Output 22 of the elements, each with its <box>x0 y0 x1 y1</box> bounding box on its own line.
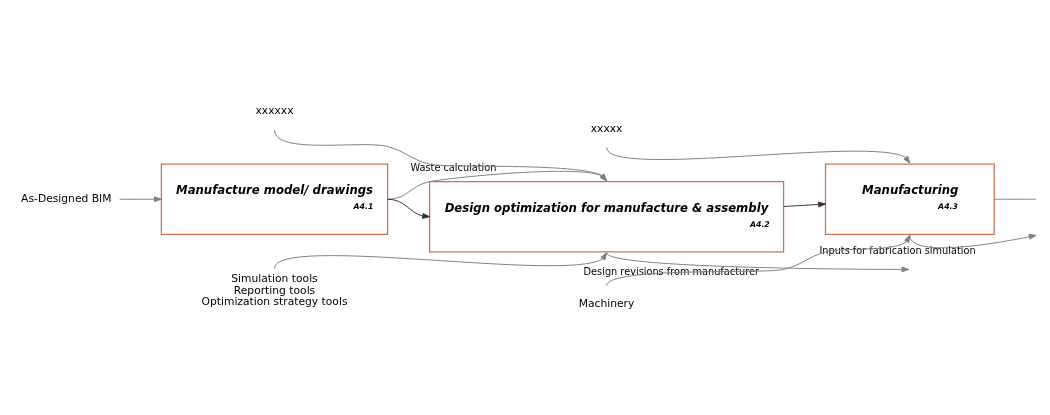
node-box: Manufacture model/ drawings A4.1 <box>160 163 389 235</box>
arrow <box>600 251 910 272</box>
arrow <box>274 129 608 181</box>
node-text: xxxxxx <box>255 103 294 117</box>
arrow <box>387 198 431 219</box>
edge-label: Inputs for fabrication simulation <box>819 244 976 256</box>
arrow <box>274 251 608 269</box>
node-box: Manufacturing A4.3 <box>824 163 995 235</box>
connector <box>993 198 1037 200</box>
node-text: Machinery <box>578 296 635 310</box>
arrow <box>606 146 911 164</box>
node-box: Design optimization for manufacture & assembly A4.2 <box>428 180 785 252</box>
arrow <box>904 233 1037 248</box>
node-text: xxxxx <box>590 121 623 135</box>
edge-label: Waste calculation <box>410 161 497 173</box>
arrow <box>606 234 911 286</box>
arrow <box>387 170 608 200</box>
edge-label: Design revisions from manufacturer <box>583 265 759 277</box>
node-text: As-Designed BIM <box>21 191 112 205</box>
arrow <box>783 201 826 207</box>
node-text: Simulation tools Reporting tools Optimization strategy tools <box>201 271 348 308</box>
arrow <box>119 195 162 202</box>
